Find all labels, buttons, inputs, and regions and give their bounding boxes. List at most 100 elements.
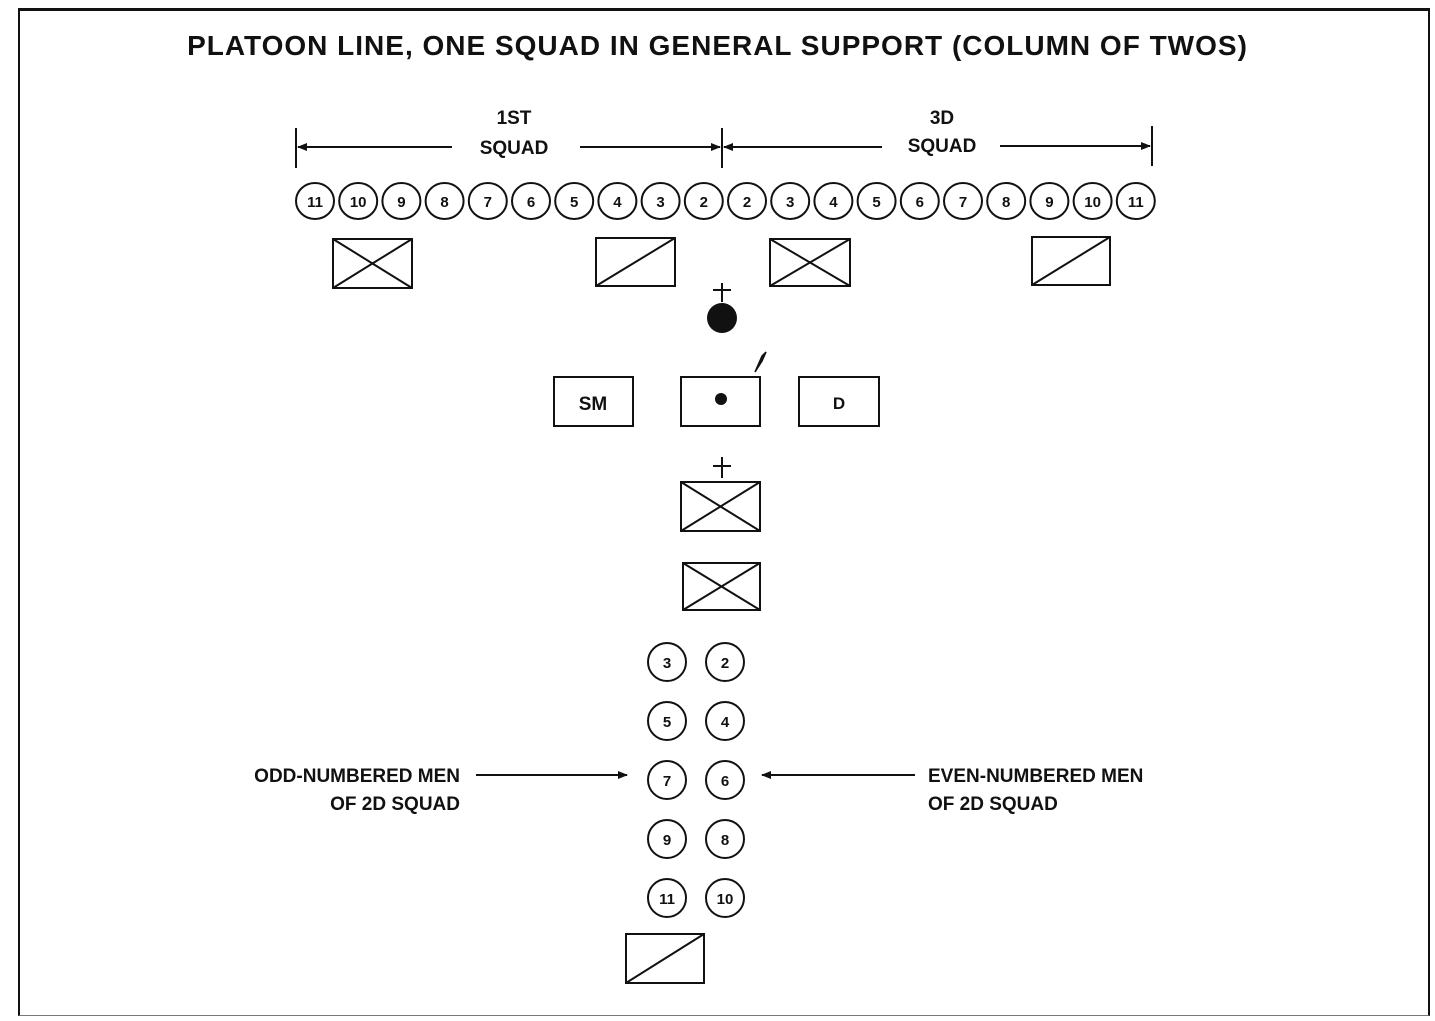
front-line-soldier: 5 xyxy=(554,182,595,220)
front-line-soldier: 4 xyxy=(813,182,854,220)
soldier-circle xyxy=(424,182,465,220)
soldier-circle xyxy=(640,182,681,220)
front-line-soldier: 5 xyxy=(856,182,897,220)
soldier-number: 3 xyxy=(786,194,794,211)
platoon-leader-symbol xyxy=(707,283,737,333)
d-label: D xyxy=(833,394,845,413)
soldier-number: 3 xyxy=(656,194,664,211)
soldier-number: 8 xyxy=(721,832,729,849)
soldier-number: 3 xyxy=(663,655,671,672)
front-line-soldier: 7 xyxy=(467,182,508,220)
front-line-soldier: 11 xyxy=(1115,182,1156,220)
soldier-number: 7 xyxy=(484,194,492,211)
soldier-number: 4 xyxy=(721,714,730,731)
soldier-number: 2 xyxy=(700,194,708,211)
soldier-circle xyxy=(295,182,335,220)
soldier-number: 4 xyxy=(829,194,838,211)
soldier-number: 4 xyxy=(613,194,622,211)
soldier-circle xyxy=(381,182,422,220)
soldier-circle xyxy=(1072,182,1113,220)
soldier-number: 5 xyxy=(570,194,578,211)
soldier-circle xyxy=(511,182,551,220)
front-line-soldier: 10 xyxy=(1072,182,1113,220)
even-numbered-soldier: 8 xyxy=(705,819,745,859)
front-line-soldier: 3 xyxy=(640,182,681,220)
soldier-number: 7 xyxy=(959,194,967,211)
soldier-number: 8 xyxy=(440,194,448,211)
front-line-soldier: 2 xyxy=(683,182,724,220)
soldier-circle xyxy=(597,182,638,220)
odd-numbered-soldier: 7 xyxy=(647,760,687,800)
soldier-number: 2 xyxy=(743,194,751,211)
front-line-soldier: 6 xyxy=(511,182,551,220)
soldier-circle xyxy=(856,182,897,220)
soldier-circle xyxy=(705,642,745,682)
soldier-circle xyxy=(899,182,940,220)
soldier-number: 2 xyxy=(721,655,729,672)
soldier-circle xyxy=(943,182,983,220)
first-squad-label-line1: 1ST xyxy=(497,108,532,129)
front-line-soldier: 7 xyxy=(943,182,983,220)
soldier-circle xyxy=(770,182,811,220)
front-line-soldier: 10 xyxy=(338,182,379,220)
soldier-number: 9 xyxy=(663,832,671,849)
first-squad-label-line2: SQUAD xyxy=(480,138,549,159)
platoon-hq-box xyxy=(680,351,767,427)
column-squad-leader-symbol xyxy=(680,457,761,532)
soldier-number: 11 xyxy=(659,891,675,908)
soldier-circle xyxy=(647,878,687,918)
soldier-circle xyxy=(647,819,687,859)
squad-extent-markers xyxy=(295,126,1153,168)
soldier-circle xyxy=(647,760,687,800)
soldier-number: 6 xyxy=(916,194,924,211)
soldier-number: 5 xyxy=(663,714,671,731)
soldier-circle xyxy=(554,182,595,220)
soldier-circle xyxy=(986,182,1027,220)
soldier-circle xyxy=(647,642,687,682)
soldier-number: 10 xyxy=(717,891,734,908)
soldier-circle xyxy=(727,182,767,220)
soldier-circle xyxy=(338,182,379,220)
front-line-soldier: 8 xyxy=(424,182,465,220)
column-of-twos: 3 2 5 4 7 6 9 8 11 10 xyxy=(647,642,745,918)
column-team-leader-box-2 xyxy=(625,933,705,984)
soldier-circle xyxy=(705,701,745,741)
sm-box: SM xyxy=(553,376,634,427)
soldier-circle xyxy=(1115,182,1156,220)
third-squad-label-line1: 3D xyxy=(930,108,954,129)
odd-numbered-soldier: 9 xyxy=(647,819,687,859)
soldier-circle xyxy=(647,701,687,741)
soldier-number: 9 xyxy=(1045,194,1053,211)
odd-numbered-soldier: 11 xyxy=(647,878,687,918)
front-line-soldier: 11 xyxy=(295,182,335,220)
odd-numbered-soldier: 3 xyxy=(647,642,687,682)
d-box: D xyxy=(798,376,880,427)
soldier-number: 10 xyxy=(1084,194,1101,211)
front-line-soldier: 9 xyxy=(381,182,422,220)
soldier-circle xyxy=(1029,182,1070,220)
front-line-soldier: 3 xyxy=(770,182,811,220)
soldier-number: 11 xyxy=(1128,194,1144,211)
soldier-circle xyxy=(813,182,854,220)
front-line-soldier: 4 xyxy=(597,182,638,220)
third-squad-label-line2: SQUAD xyxy=(908,136,977,157)
team-leader-boxes xyxy=(332,236,1111,289)
figure-frame xyxy=(18,8,1430,1016)
front-line-soldier: 8 xyxy=(986,182,1027,220)
soldier-number: 6 xyxy=(721,773,729,790)
soldier-circle xyxy=(683,182,724,220)
soldier-number: 5 xyxy=(872,194,880,211)
squad-leader-box-1st-squad xyxy=(332,238,413,289)
soldier-circle xyxy=(467,182,508,220)
team-leader-box-1st-squad xyxy=(595,237,676,287)
soldier-number: 6 xyxy=(527,194,535,211)
even-numbered-soldier: 4 xyxy=(705,701,745,741)
soldier-number: 7 xyxy=(663,773,671,790)
front-line-soldier: 6 xyxy=(899,182,940,220)
even-men-label-line2: OF 2D SQUAD xyxy=(928,794,1058,815)
sm-label: SM xyxy=(579,394,608,415)
even-numbered-soldier: 10 xyxy=(705,878,745,918)
figure-title: PLATOON LINE, ONE SQUAD IN GENERAL SUPPO… xyxy=(187,30,1248,61)
